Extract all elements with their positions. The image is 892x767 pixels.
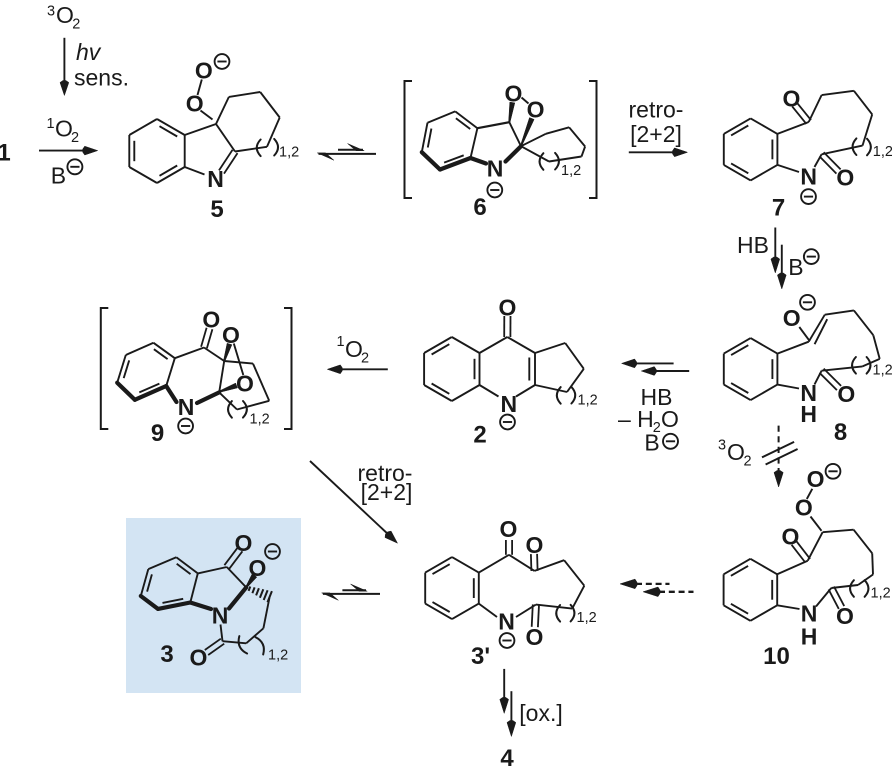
svg-text:N: N — [178, 394, 195, 420]
svg-text:HB: HB — [737, 232, 769, 258]
svg-text:retro-: retro- — [629, 97, 684, 123]
svg-text:O: O — [186, 91, 204, 117]
svg-text:O: O — [55, 116, 73, 142]
svg-text:N: N — [212, 603, 229, 629]
svg-text:O: O — [236, 371, 254, 397]
svg-text:3: 3 — [718, 438, 726, 454]
svg-text:1,2: 1,2 — [577, 610, 597, 626]
svg-text:2: 2 — [473, 422, 486, 449]
svg-text:O: O — [526, 532, 544, 558]
svg-text:O: O — [190, 645, 208, 671]
svg-text:10: 10 — [763, 643, 790, 670]
svg-text:2: 2 — [653, 420, 661, 436]
svg-text:1: 1 — [47, 116, 55, 132]
svg-text:N: N — [207, 166, 224, 192]
svg-text:3: 3 — [47, 4, 55, 20]
svg-text:O: O — [782, 524, 800, 550]
svg-text:1,2: 1,2 — [268, 648, 288, 664]
svg-text:H: H — [801, 624, 818, 650]
svg-text:1,2: 1,2 — [873, 144, 892, 160]
svg-text:N: N — [487, 156, 504, 182]
svg-text:3: 3 — [160, 641, 173, 668]
svg-text:9: 9 — [151, 420, 164, 447]
svg-text:H: H — [800, 401, 817, 427]
svg-text:1,2: 1,2 — [871, 586, 891, 602]
svg-text:O: O — [222, 322, 240, 348]
svg-text:1,2: 1,2 — [279, 145, 299, 161]
svg-text:O: O — [56, 2, 74, 28]
svg-text:O: O — [504, 81, 522, 107]
svg-text:2: 2 — [361, 351, 369, 367]
svg-text:3': 3' — [471, 643, 490, 670]
svg-text:7: 7 — [772, 195, 785, 222]
svg-text:N: N — [800, 380, 817, 406]
svg-text:O: O — [837, 381, 855, 407]
svg-text:– H: – H — [618, 406, 654, 432]
svg-text:N: N — [498, 609, 515, 635]
svg-text:O: O — [727, 439, 745, 465]
svg-text:[2+2]: [2+2] — [630, 121, 682, 147]
svg-text:[2+2]: [2+2] — [361, 479, 413, 505]
svg-text:O: O — [795, 495, 813, 521]
svg-text:6: 6 — [473, 194, 486, 221]
svg-text:2: 2 — [72, 17, 80, 33]
svg-text:8: 8 — [834, 419, 847, 446]
svg-text:2: 2 — [744, 454, 752, 470]
svg-text:1: 1 — [337, 334, 345, 350]
svg-text:hv: hv — [76, 39, 102, 65]
svg-text:sens.: sens. — [74, 65, 129, 91]
svg-text:O: O — [783, 305, 801, 331]
svg-text:O: O — [500, 516, 518, 542]
svg-text:1: 1 — [0, 140, 11, 167]
svg-text:2: 2 — [71, 130, 79, 146]
svg-text:O: O — [661, 406, 679, 432]
svg-text:retro-: retro- — [358, 460, 413, 486]
svg-text:O: O — [783, 86, 801, 112]
svg-text:1,2: 1,2 — [250, 412, 270, 428]
svg-text:HB: HB — [641, 384, 673, 410]
svg-text:O: O — [345, 336, 363, 362]
svg-text:O: O — [235, 530, 253, 556]
svg-text:1,2: 1,2 — [873, 363, 892, 379]
svg-text:B: B — [788, 254, 803, 280]
svg-text:O: O — [195, 58, 213, 84]
svg-text:O: O — [836, 165, 854, 191]
svg-text:O: O — [526, 624, 544, 650]
svg-text:N: N — [500, 391, 517, 417]
svg-text:[ox.]: [ox.] — [519, 700, 562, 726]
svg-text:O: O — [499, 295, 517, 321]
svg-text:B: B — [644, 430, 659, 456]
svg-text:4: 4 — [500, 745, 514, 767]
svg-text:5: 5 — [210, 196, 223, 223]
svg-text:1,2: 1,2 — [578, 393, 598, 409]
svg-text:N: N — [801, 601, 818, 627]
svg-text:O: O — [202, 307, 220, 333]
svg-text:B: B — [51, 163, 66, 189]
svg-text:1,2: 1,2 — [561, 163, 581, 179]
svg-text:O: O — [836, 603, 854, 629]
svg-text:O: O — [249, 555, 267, 581]
svg-text:N: N — [800, 164, 817, 190]
svg-text:O: O — [807, 466, 825, 492]
svg-text:O: O — [527, 97, 545, 123]
